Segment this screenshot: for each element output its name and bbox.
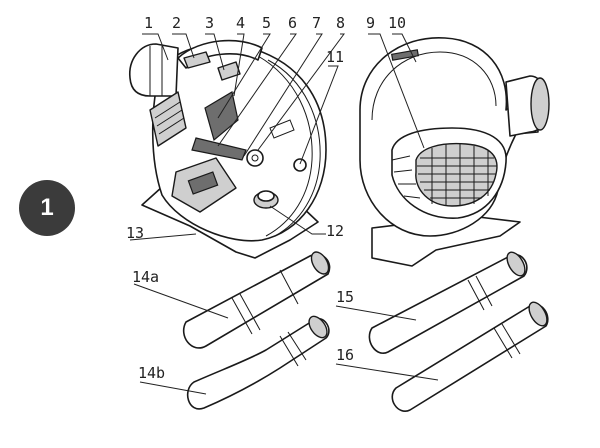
part-label-2: 2 (172, 14, 181, 32)
part-labels: 1 2 3 4 5 6 7 8 9 10 11 12 13 14a 14b 15… (126, 14, 406, 382)
part-label-14a: 14a (132, 268, 159, 286)
step-number: 1 (40, 194, 54, 221)
intake-grill-mesh (415, 142, 498, 207)
part-label-11: 11 (326, 48, 344, 66)
tube-16-illustration (391, 301, 549, 412)
part-label-7: 7 (312, 14, 321, 32)
blower-engine-side-illustration (129, 39, 327, 259)
tube-14b-illustration (186, 315, 330, 410)
leader-lines (129, 33, 439, 395)
part-label-3: 3 (205, 14, 214, 32)
part-label-6: 6 (288, 14, 297, 32)
part-label-15: 15 (336, 288, 354, 306)
part-label-1: 1 (144, 14, 153, 32)
part-label-13: 13 (126, 224, 144, 242)
part-label-12: 12 (326, 222, 344, 240)
tube-15-illustration (368, 251, 528, 354)
part-label-14b: 14b (138, 364, 165, 382)
part-label-5: 5 (262, 14, 271, 32)
step-number-badge: 1 (19, 180, 75, 236)
blower-outlet-side-illustration (359, 37, 550, 267)
part-label-8: 8 (336, 14, 345, 32)
part-label-10: 10 (388, 14, 406, 32)
tube-14a-illustration (182, 251, 331, 349)
part-label-4: 4 (236, 14, 245, 32)
part-label-9: 9 (366, 14, 375, 32)
part-label-16: 16 (336, 346, 354, 364)
